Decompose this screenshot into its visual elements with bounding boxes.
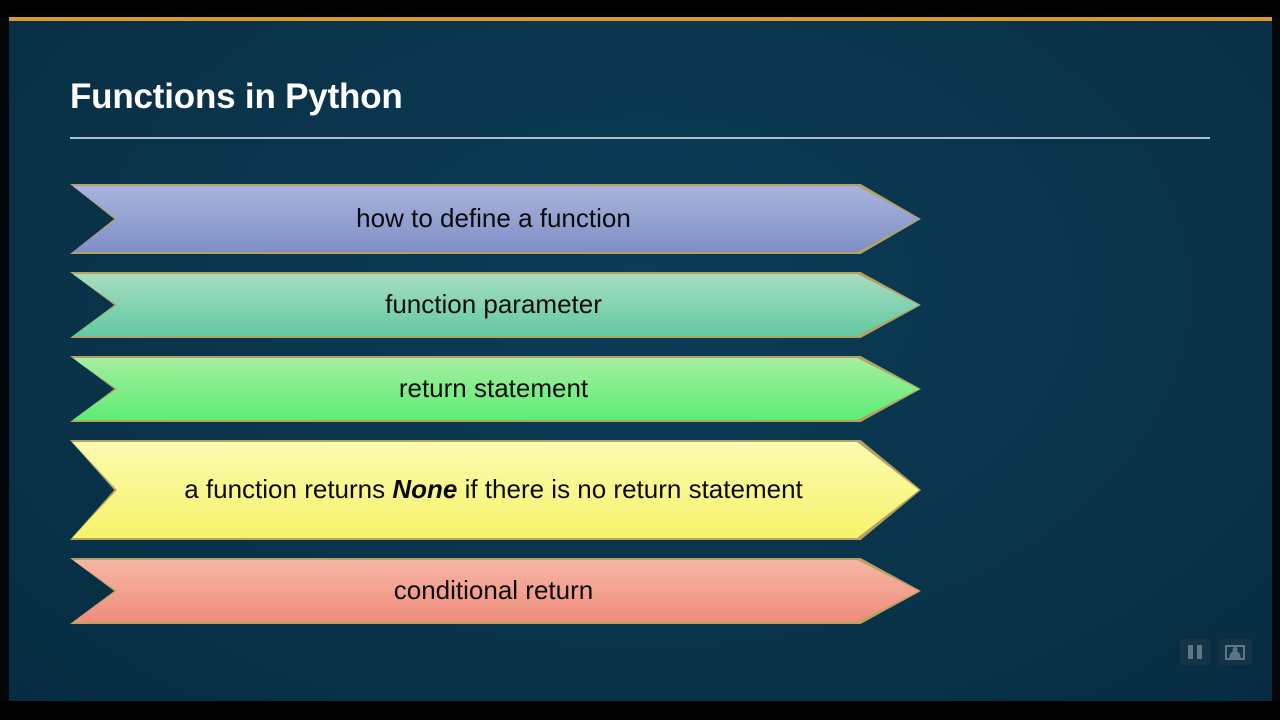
chevron-text-emphasis: None <box>392 474 458 505</box>
letterbox-bottom <box>0 701 1280 720</box>
letterbox-left <box>0 17 9 701</box>
pause-button[interactable] <box>1180 639 1210 665</box>
chevron-label: conditional return <box>130 574 857 607</box>
page-title: Functions in Python <box>70 77 403 116</box>
chevron-text: return statement <box>398 373 589 404</box>
chevron-item-how-to-define-a-function[interactable]: how to define a function <box>70 184 921 254</box>
chevron-label: a function returns None if there is no r… <box>130 473 857 506</box>
chevron-text: a function returns <box>184 474 393 505</box>
letterbox-top <box>0 0 1280 17</box>
chevron-list: how to define a function function parame… <box>70 184 921 642</box>
presenter-view-button[interactable] <box>1218 639 1252 665</box>
chevron-item-function-parameter[interactable]: function parameter <box>70 272 921 338</box>
chevron-text: function parameter <box>385 289 602 320</box>
title-divider <box>70 137 1210 139</box>
presenter-view-icon <box>1225 644 1245 660</box>
chevron-item-conditional-return[interactable]: conditional return <box>70 558 921 624</box>
letterbox-right <box>1272 17 1280 701</box>
chevron-text: how to define a function <box>356 203 631 234</box>
slide-accent-rule <box>9 17 1272 21</box>
chevron-label: how to define a function <box>130 202 857 235</box>
player-controls <box>1180 639 1252 665</box>
chevron-item-return-statement[interactable]: return statement <box>70 356 921 422</box>
chevron-item-a-function-returns-none[interactable]: a function returns None if there is no r… <box>70 440 921 540</box>
chevron-text: conditional return <box>393 575 594 606</box>
chevron-text-after: if there is no return statement <box>457 474 803 505</box>
chevron-label: function parameter <box>130 288 857 321</box>
presentation-slide: Functions in Python how to define a func… <box>9 21 1272 701</box>
chevron-label: return statement <box>130 372 857 405</box>
pause-icon <box>1188 645 1202 659</box>
